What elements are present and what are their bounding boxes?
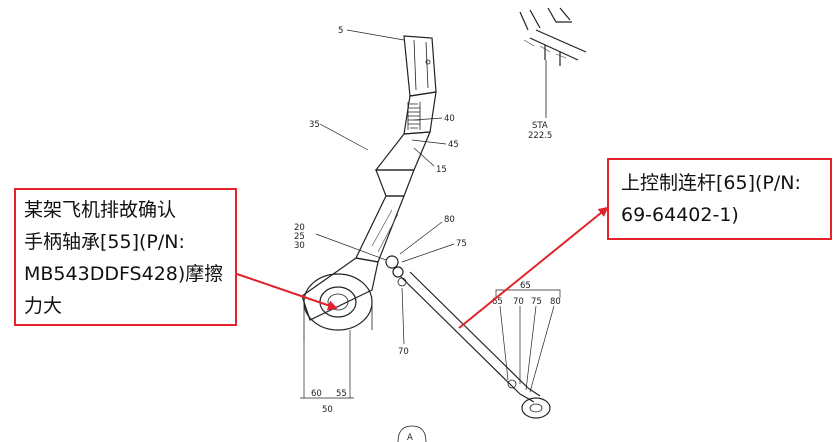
- sta-value: 222.5: [528, 131, 552, 141]
- arrow-to-bearing: [236, 273, 338, 311]
- structure-fragment: [519, 7, 587, 118]
- spring: [407, 102, 421, 130]
- label-part-80-top: 80: [444, 215, 455, 225]
- label-part-20: 20: [294, 223, 305, 233]
- label-part-60: 60: [311, 389, 322, 399]
- callout-rod-line-1: 上控制连杆[65](P/N:: [621, 172, 801, 194]
- callout-bearing-line-1: 某架飞机排故确认: [24, 199, 177, 221]
- upper-control-rod: [399, 271, 551, 419]
- callout-bearing: 某架飞机排故确认 手柄轴承[55](P/N: MB543DDFS428)摩擦 力…: [14, 188, 237, 326]
- label-part-15: 15: [436, 165, 447, 175]
- label-part-55: 55: [336, 389, 347, 399]
- pivot-cluster: [385, 255, 407, 287]
- callout-bearing-line-2: 手柄轴承[55](P/N:: [24, 231, 185, 253]
- label-part-70-sub: 70: [513, 297, 524, 307]
- handle-lower-arm: [301, 257, 379, 340]
- arrow-to-rod: [458, 206, 609, 329]
- label-part-45: 45: [448, 140, 459, 150]
- label-part-5: 5: [338, 26, 343, 36]
- label-part-35: 35: [309, 120, 320, 130]
- handle-shaft: [355, 91, 437, 263]
- label-part-40: 40: [444, 114, 455, 124]
- label-part-80-sub: 80: [550, 297, 561, 307]
- label-part-25: 25: [294, 232, 305, 242]
- callout-bearing-line-4: 力大: [24, 295, 63, 317]
- callout-rod-line-2: 69-64402-1): [621, 204, 739, 226]
- view-label: A: [407, 433, 413, 442]
- sta-label: STA: [532, 121, 548, 131]
- callout-control-rod: 上控制连杆[65](P/N: 69-64402-1): [607, 158, 832, 240]
- label-part-75-sub: 75: [531, 297, 542, 307]
- handle-grip: [403, 35, 437, 97]
- label-part-50: 50: [322, 405, 333, 415]
- callout-bearing-line-3: MB543DDFS428)摩擦: [24, 263, 224, 285]
- label-part-70-mid: 70: [398, 347, 409, 357]
- label-part-30: 30: [294, 241, 305, 251]
- label-part-65: 65: [520, 281, 531, 291]
- label-part-75-top: 75: [456, 239, 467, 249]
- label-part-65-sub: 65: [492, 297, 503, 307]
